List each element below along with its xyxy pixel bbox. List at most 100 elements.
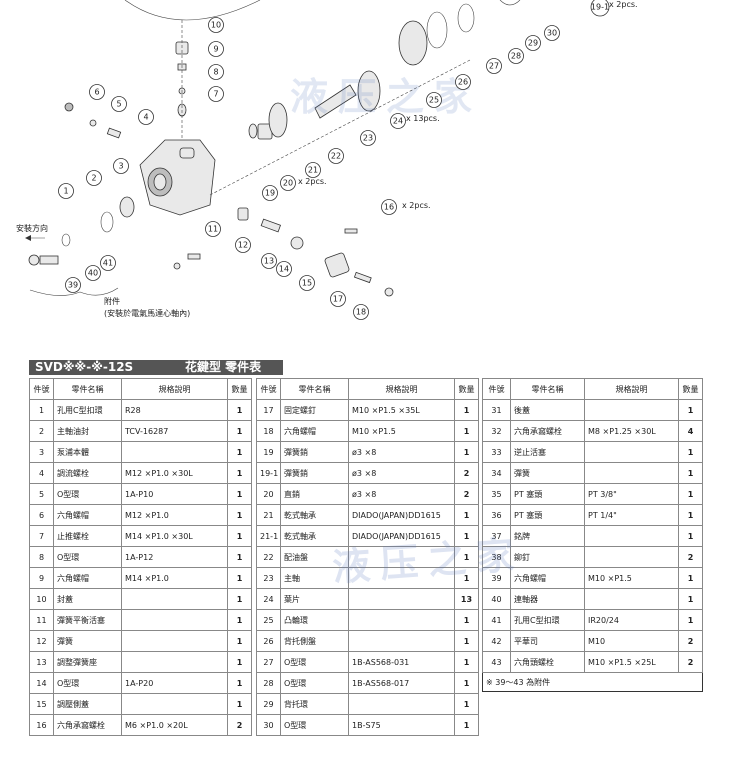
cell-qty: 1 [454, 441, 479, 463]
cell-qty: 1 [678, 567, 703, 589]
cell-no: 26 [256, 630, 281, 652]
callout-number: 19 [265, 189, 275, 198]
cell-no: 34 [482, 462, 511, 484]
cell-no: 24 [256, 588, 281, 610]
cell-qty: 1 [227, 567, 252, 589]
cell-spec [121, 609, 228, 631]
cell-qty: 2 [678, 546, 703, 568]
accessory-brace [29, 287, 119, 296]
cell-spec: M10 [584, 630, 679, 652]
cell-no: 31 [482, 399, 511, 421]
cell-name: 配油盤 [280, 546, 349, 568]
cell-spec [348, 567, 455, 589]
callout-29: 29 [525, 35, 541, 51]
cell-qty: 1 [678, 588, 703, 610]
cell-spec: PT 3/8" [584, 483, 679, 505]
callout-number: 19-1 [591, 3, 609, 12]
cell-qty: 2 [454, 462, 479, 484]
header-no: 件號 [482, 378, 511, 400]
cell-name: 乾式軸承 [280, 525, 349, 547]
header-spec: 規格說明 [584, 378, 679, 400]
callout-12: 12 [235, 237, 251, 253]
cell-name: 止推螺栓 [53, 525, 122, 547]
cell-qty: 2 [454, 483, 479, 505]
cell-no: 39 [482, 567, 511, 589]
cell-spec [348, 630, 455, 652]
cell-spec: 1A-P10 [121, 483, 228, 505]
install-direction-label: 安裝方向 [16, 223, 48, 233]
cell-qty: 1 [678, 483, 703, 505]
cell-qty: 1 [454, 504, 479, 526]
parts [28, 3, 475, 297]
cell-spec: PT 1/4" [584, 504, 679, 526]
cell-no: 15 [29, 693, 54, 715]
cell-spec: M10 ×P1.5 ×25L [584, 651, 679, 673]
cell-spec [348, 588, 455, 610]
cell-name: 直銷 [280, 483, 349, 505]
callout-number: 5 [116, 100, 121, 109]
cell-name: 逆止活塞 [510, 441, 585, 463]
cell-spec [121, 651, 228, 673]
callout-number: 23 [363, 134, 373, 143]
callout-20: 20 [280, 175, 296, 191]
cell-name: 平華司 [510, 630, 585, 652]
cell-no: 32 [482, 420, 511, 442]
cell-spec [584, 546, 679, 568]
cell-spec [584, 462, 679, 484]
cell-name: 連軸器 [510, 588, 585, 610]
cell-no: 1 [29, 399, 54, 421]
cell-name: 彈簧平衡活塞 [53, 609, 122, 631]
cell-name: 後蓋 [510, 399, 585, 421]
callout-number: 29 [528, 39, 538, 48]
accessory-note: (安裝於電氣馬達心軸內) [104, 308, 190, 318]
cell-qty: 1 [227, 525, 252, 547]
header-spec: 規格說明 [348, 378, 455, 400]
cell-spec [584, 525, 679, 547]
callout-number: 8 [213, 68, 218, 77]
callout-19-1: 19-1 [590, 0, 610, 17]
cell-qty: 1 [678, 609, 703, 631]
cell-name: O型環 [280, 714, 349, 736]
cell-spec [348, 609, 455, 631]
callout-number: 3 [118, 162, 123, 171]
cell-name: O型環 [53, 672, 122, 694]
cell-qty: 1 [454, 420, 479, 442]
cell-spec [584, 588, 679, 610]
cell-name: 彈簧銷 [280, 462, 349, 484]
cell-name: 主軸 [280, 567, 349, 589]
cell-spec [348, 546, 455, 568]
cell-no: 36 [482, 504, 511, 526]
callout-number: 22 [331, 152, 341, 161]
cell-spec: M10 ×P1.5 [348, 420, 455, 442]
callout-8: 8 [208, 64, 224, 80]
cell-no: 11 [29, 609, 54, 631]
cell-name: 孔用C型扣環 [53, 399, 122, 421]
table-header-row: 件號 零件名稱 規格說明 數量 [256, 378, 479, 400]
cell-qty: 1 [454, 399, 479, 421]
cell-name: O型環 [53, 546, 122, 568]
cell-qty: 1 [227, 693, 252, 715]
cell-spec: 1B-AS568-017 [348, 672, 455, 694]
cell-qty: 1 [454, 609, 479, 631]
cell-no: 43 [482, 651, 511, 673]
table-note-row: ※ 39～43 為附件 [483, 673, 703, 692]
cell-qty: 1 [454, 714, 479, 736]
callout-number: 13 [264, 257, 274, 266]
cell-qty: 1 [678, 504, 703, 526]
cell-name: 調流螺栓 [53, 462, 122, 484]
